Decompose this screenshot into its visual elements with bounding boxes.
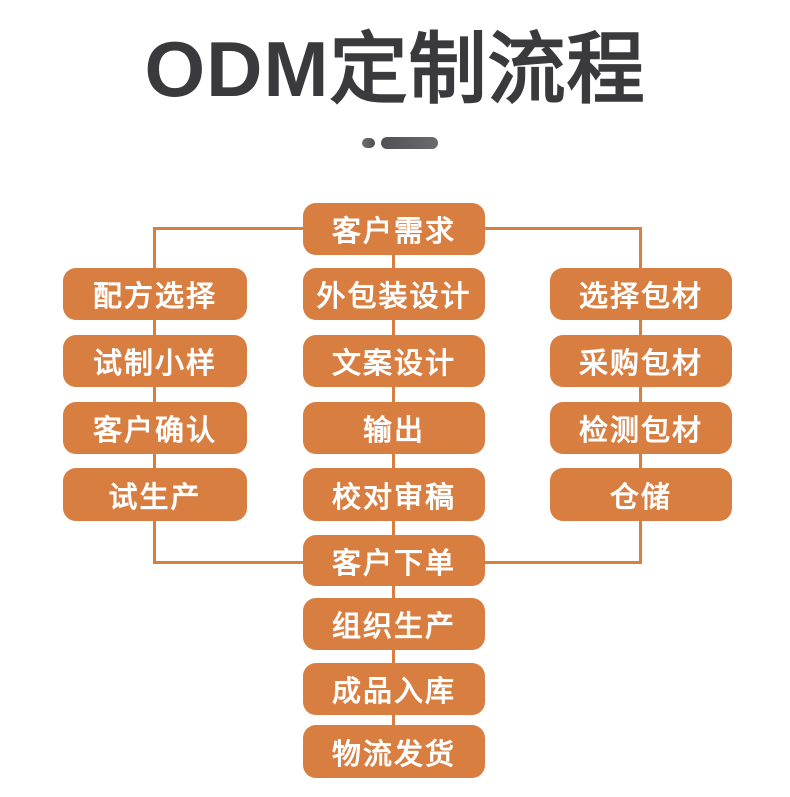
- flow-node-select-packaging: 选择包材: [550, 268, 732, 320]
- flow-node-customer-order: 客户下单: [303, 535, 485, 586]
- flow-node-trial-sample: 试制小样: [63, 335, 247, 387]
- title-divider-group: [362, 137, 438, 149]
- connector-line: [153, 454, 156, 468]
- connector-line: [153, 320, 156, 335]
- connector-line: [485, 227, 642, 230]
- connector-line: [392, 586, 395, 598]
- connector-line: [392, 255, 395, 268]
- flow-node-customer-confirmation: 客户确认: [63, 402, 247, 454]
- connector-line: [153, 521, 156, 564]
- flow-node-inspect-packaging: 检测包材: [550, 402, 732, 454]
- flow-node-finished-goods-storage: 成品入库: [303, 663, 485, 715]
- connector-line: [392, 454, 395, 468]
- flow-node-warehousing: 仓储: [550, 468, 732, 521]
- flow-node-output: 输出: [303, 402, 485, 454]
- flow-node-packaging-design: 外包装设计: [303, 268, 485, 320]
- flow-node-customer-requirements: 客户需求: [303, 203, 485, 255]
- connector-line: [392, 715, 395, 725]
- flow-node-proofreading: 校对审稿: [303, 468, 485, 521]
- flow-node-trial-production: 试生产: [63, 468, 247, 521]
- connector-line: [153, 387, 156, 402]
- flow-node-purchase-packaging: 采购包材: [550, 335, 732, 387]
- connector-line: [639, 387, 642, 402]
- connector-line: [392, 521, 395, 535]
- flow-node-formula-selection: 配方选择: [63, 268, 247, 320]
- connector-line: [392, 387, 395, 402]
- connector-line: [392, 650, 395, 663]
- connector-line: [153, 561, 305, 564]
- connector-line: [639, 320, 642, 335]
- connector-line: [392, 320, 395, 335]
- divider-dot-icon: [362, 138, 375, 148]
- page-title: ODM定制流程: [144, 25, 646, 113]
- connector-line: [153, 227, 305, 230]
- connector-line: [639, 454, 642, 468]
- connector-line: [153, 227, 156, 268]
- connector-line: [639, 227, 642, 268]
- divider-bar-icon: [381, 137, 438, 149]
- flow-node-logistics-delivery: 物流发货: [303, 725, 485, 778]
- title-divider: [0, 137, 790, 149]
- connector-line: [639, 521, 642, 564]
- flow-node-copy-design: 文案设计: [303, 335, 485, 387]
- connector-line: [485, 561, 642, 564]
- flow-node-organize-production: 组织生产: [303, 598, 485, 650]
